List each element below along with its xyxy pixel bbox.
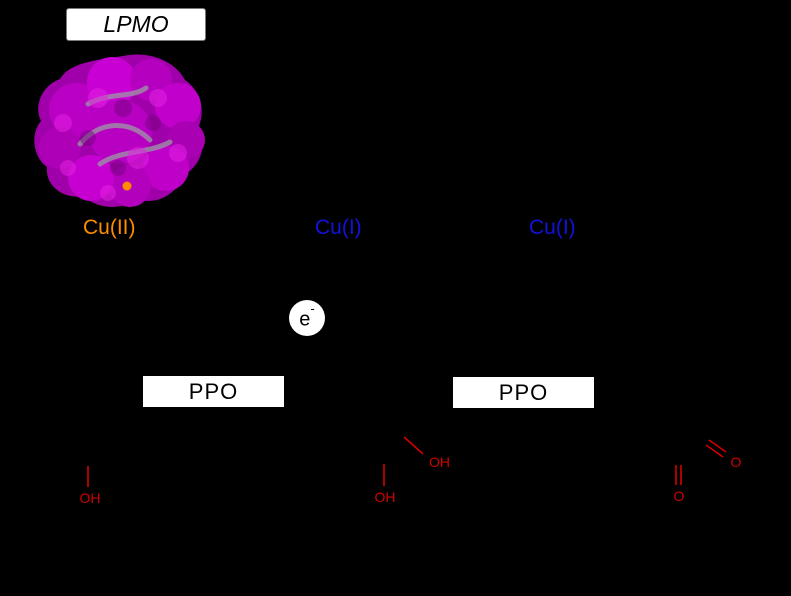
quinone-structure: O O <box>674 439 742 504</box>
quinone-o-label-2: O <box>674 488 685 504</box>
quinone-co-double-bond-1b <box>708 439 727 453</box>
catechol-oh-label-1: OH <box>429 454 450 470</box>
ppo-box-right: PPO <box>453 377 594 408</box>
electron-charge: - <box>310 300 315 316</box>
catechol-oh-label-2: OH <box>375 489 396 505</box>
protein-surface-image <box>34 54 205 207</box>
catechol-oh-bond-1 <box>403 436 424 455</box>
monophenol-structure: OH <box>80 466 101 506</box>
protein-surface-shadows <box>80 99 161 176</box>
electron-badge: e- <box>289 300 325 336</box>
electron-symbol: e- <box>299 302 314 331</box>
lpmo-label: LPMO <box>103 11 169 37</box>
ppo-box-left: PPO <box>143 376 284 407</box>
cu2-state-label: Cu(II) <box>83 216 136 239</box>
protein-surface-highlights <box>54 88 187 201</box>
phenol-oh-label: OH <box>80 490 101 506</box>
quinone-o-label-1: O <box>731 454 742 470</box>
ppo-label-left: PPO <box>188 378 239 404</box>
catechol-structure: OH OH <box>375 436 450 505</box>
cu1-state-label-left: Cu(I) <box>315 216 362 239</box>
lpmo-label-box: LPMO <box>66 8 206 41</box>
cu1-state-label-right: Cu(I) <box>529 216 576 239</box>
copper-atom-icon <box>122 181 132 191</box>
ppo-label-right: PPO <box>498 379 549 405</box>
electron-base: e <box>299 308 311 331</box>
lpmo-protein-structure <box>28 48 213 221</box>
quinone-co-double-bond-1a <box>705 444 724 458</box>
